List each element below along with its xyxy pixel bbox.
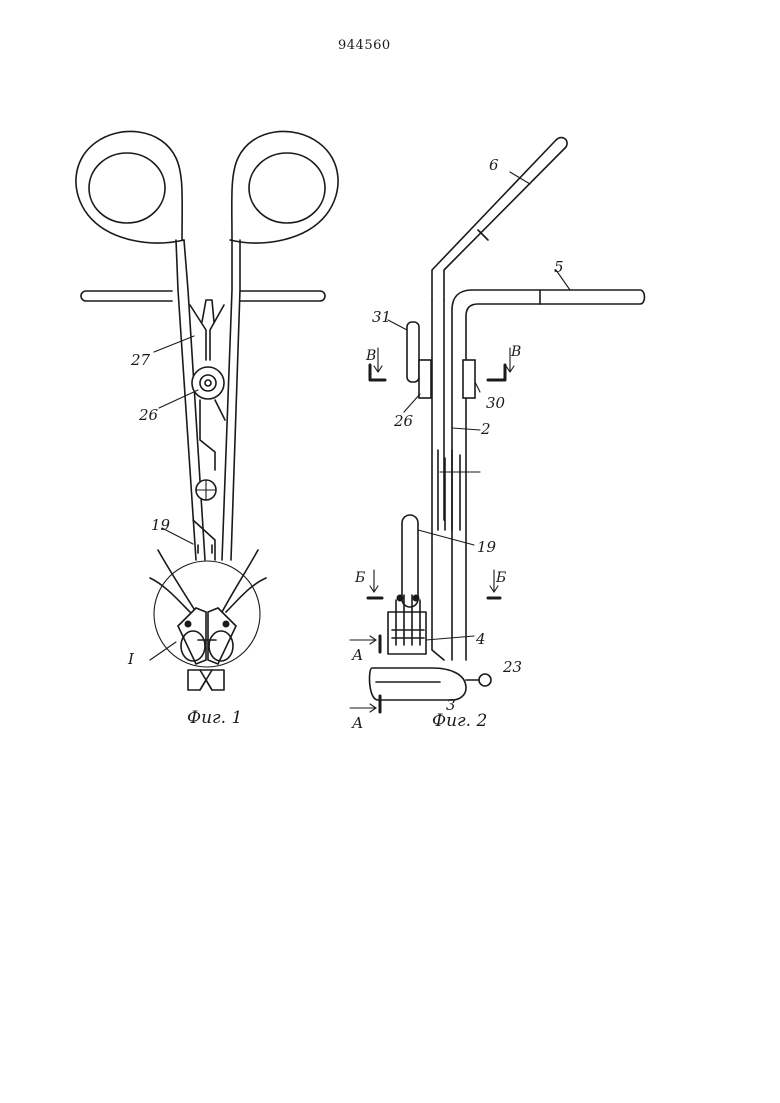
label-I: I <box>127 650 135 668</box>
label-4: 4 <box>475 630 486 648</box>
label-23: 23 <box>502 658 522 676</box>
label-5: 5 <box>554 258 564 276</box>
left-finger-ring <box>88 152 166 224</box>
label-19: 19 <box>151 516 171 534</box>
label-2: 2 <box>480 420 491 438</box>
label-3: 3 <box>446 696 456 714</box>
section-v-left: В <box>365 348 376 364</box>
section-b-left: Б <box>354 570 365 586</box>
label-6: 6 <box>489 156 499 174</box>
label-31: 31 <box>372 308 391 326</box>
label-27: 27 <box>130 351 151 369</box>
section-a-top: А <box>351 646 363 664</box>
caption-fig-2: Фиг. 2 <box>432 711 487 731</box>
section-a-bottom: А <box>351 714 363 732</box>
right-finger-ring <box>248 152 326 224</box>
section-v-right: В <box>510 344 521 360</box>
label-26-fig2: 26 <box>393 412 414 430</box>
label-19-fig2: 19 <box>477 538 497 556</box>
figure-2: 6 5 31 26 30 2 19 4 23 3 В В Б Б А А Фиг… <box>349 136 646 732</box>
section-b-right: Б <box>495 570 506 586</box>
patent-number: 944560 <box>338 38 391 53</box>
caption-fig-1: Фиг. 1 <box>187 708 242 728</box>
pivot-26 <box>191 366 225 400</box>
label-26: 26 <box>138 406 159 424</box>
figure-1: 27 26 19 I Фиг. 1 <box>75 130 339 728</box>
label-30: 30 <box>486 394 506 412</box>
detail-circle-I <box>153 560 261 668</box>
